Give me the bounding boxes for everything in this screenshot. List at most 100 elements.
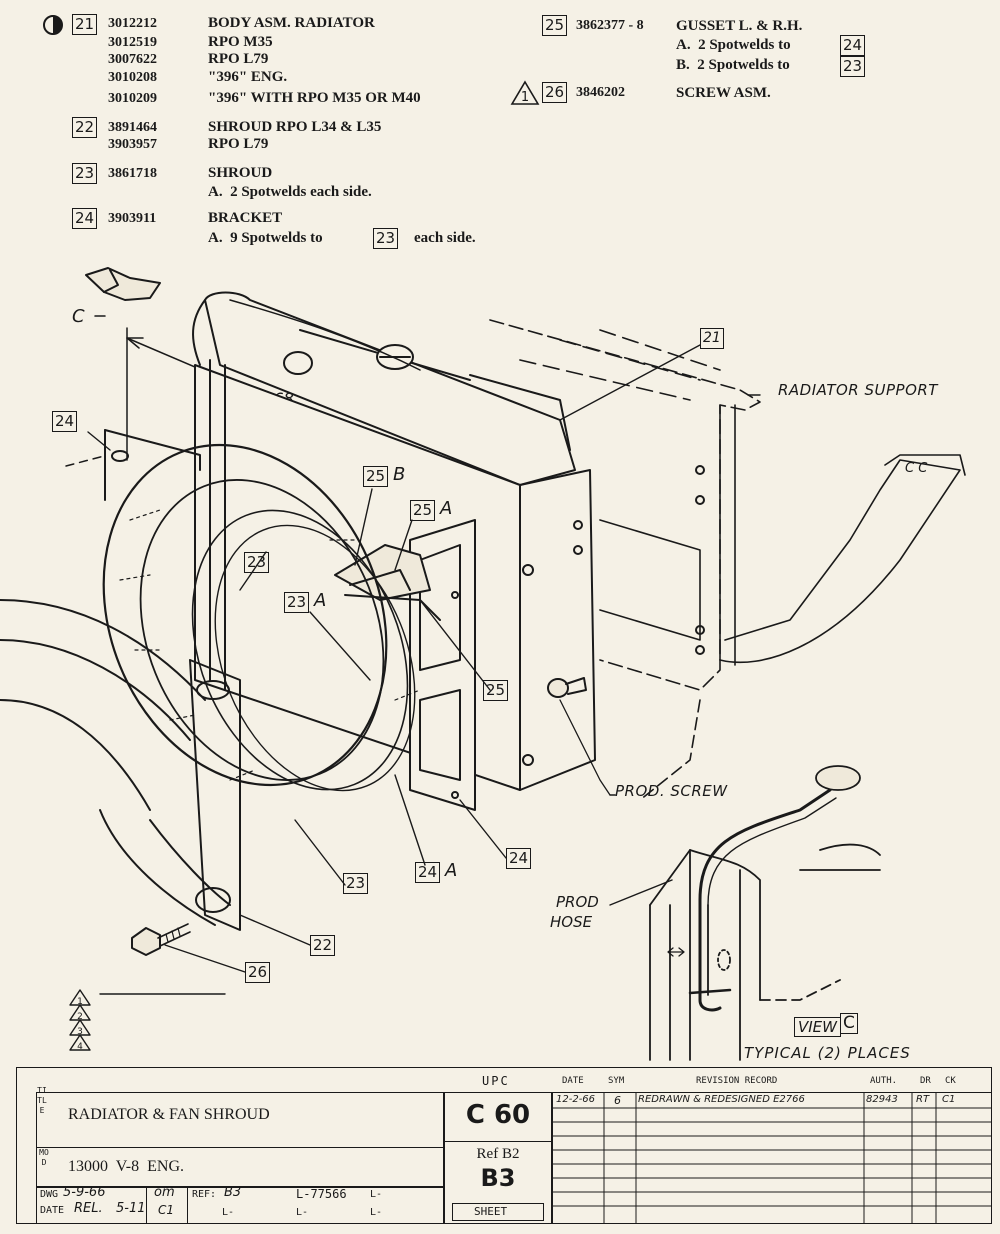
- part-number: 3861718: [108, 166, 157, 181]
- revision-flag-number: 1: [77, 997, 83, 1007]
- rev-header: SYM: [608, 1076, 625, 1086]
- exploded-diagram: C 26.68 C C: [0, 267, 966, 1061]
- radiator-support: [489, 319, 966, 801]
- revision-flag-number: 2: [77, 1012, 83, 1022]
- part-description: BODY ASM. RADIATOR: [208, 15, 375, 31]
- c-value: C1: [158, 1203, 175, 1217]
- l-number: L-77566: [296, 1187, 347, 1201]
- ref-box-22: 22: [72, 117, 98, 138]
- part-number: 3846202: [576, 85, 625, 100]
- callout-23: 23: [284, 592, 310, 613]
- part-description: SHROUD: [208, 165, 273, 181]
- upc-label: UPC: [482, 1074, 510, 1088]
- ref2-label: Ref B2: [476, 1146, 520, 1162]
- callout-letter: B: [393, 464, 406, 485]
- part-number: 3010208: [108, 70, 157, 85]
- part-description: SCREW ASM.: [676, 85, 771, 101]
- date-value: 5-11: [116, 1201, 146, 1216]
- rev-dr: RT: [916, 1094, 930, 1105]
- part-description: RPO L79: [208, 136, 269, 152]
- dwg-initials: om: [154, 1185, 175, 1200]
- part-number: 3012519: [108, 35, 157, 50]
- ref2-value: B3: [480, 1164, 516, 1192]
- rev-auth: 82943: [866, 1094, 898, 1105]
- rev-date: 12-2-66: [556, 1094, 596, 1105]
- model-text: 13000 V-8 ENG.: [68, 1158, 185, 1175]
- rev-header: DR: [920, 1076, 931, 1086]
- flag-number: 1: [521, 90, 529, 105]
- view-label: VIEW: [794, 1017, 841, 1037]
- revision-grid: [552, 1092, 992, 1224]
- ref-box-24: 24: [72, 208, 98, 229]
- rev-header: CK: [945, 1076, 956, 1086]
- dwg-label: DWG: [40, 1189, 59, 1200]
- revision-flag-number: 4: [77, 1042, 83, 1052]
- title-side-label: TITLE: [37, 1086, 47, 1115]
- note-prefix: A.: [208, 230, 223, 246]
- dwg-row: [36, 1187, 444, 1224]
- view-c-inset: [649, 765, 881, 1061]
- upc-code: C 60: [465, 1100, 531, 1130]
- shroud-ring-23: [102, 443, 421, 792]
- part-number: 3903957: [108, 137, 157, 152]
- part-number: 3903911: [108, 211, 157, 226]
- callout-25: 25: [483, 680, 509, 701]
- callout-25: 25: [363, 466, 389, 487]
- callout-24: 24: [52, 411, 78, 432]
- ref-box-24-inline: 24: [840, 35, 866, 56]
- prod-screw-label: PROD. SCREW: [615, 782, 728, 800]
- part-number: 3010209: [108, 91, 157, 106]
- callout-23: 23: [244, 552, 270, 573]
- model-row: [36, 1147, 444, 1187]
- revision-table: [552, 1092, 992, 1224]
- part-number: 3891464: [108, 120, 157, 135]
- view-c-arrow-icon: [85, 267, 161, 301]
- date-label: DATE: [40, 1205, 65, 1216]
- rev-header: REVISION RECORD: [696, 1076, 778, 1086]
- rev-record: REDRAWN & REDESIGNED E2766: [638, 1094, 805, 1105]
- note-text: 2 Spotwelds to: [698, 37, 791, 53]
- shroud-plate-22: [0, 429, 241, 931]
- upc-cell: [444, 1092, 552, 1142]
- callout-22: 22: [310, 935, 336, 956]
- revision-flag-number: 3: [77, 1027, 83, 1037]
- note-prefix: B.: [676, 57, 690, 73]
- part-subnote: B. 2 Spotwelds to: [676, 57, 790, 74]
- note-text: 2 Spotwelds to: [697, 57, 790, 73]
- view-letter: C: [840, 1013, 858, 1034]
- callout-26: 26: [245, 962, 271, 983]
- part-description: "396" WITH RPO M35 OR M40: [208, 90, 421, 106]
- note-text: each side.: [414, 230, 476, 246]
- triangle-flag-icon: 1: [510, 80, 540, 105]
- l-blank: L-: [370, 1207, 383, 1218]
- part-description: SHROUD RPO L34 & L35: [208, 119, 382, 135]
- leader-lines: [87, 344, 761, 973]
- prod-screw: [547, 677, 611, 796]
- rev-header: AUTH.: [870, 1076, 898, 1086]
- drawing-title: RADIATOR & FAN SHROUD: [68, 1106, 270, 1123]
- note-prefix: A.: [208, 184, 223, 200]
- part-description: GUSSET L. & R.H.: [676, 18, 803, 34]
- prod-hose-label: HOSE: [550, 913, 593, 931]
- prod-hose-label: PROD: [556, 893, 599, 911]
- ref-box-25: 25: [542, 15, 568, 36]
- half-filled-circle-flag-icon: [43, 15, 63, 35]
- part-description: "396" ENG.: [208, 69, 288, 85]
- l-blank: L-: [222, 1207, 235, 1218]
- part-number: 3862377 - 8: [576, 18, 644, 33]
- bracket-24: [409, 519, 534, 811]
- part-note: A. 9 Spotwelds to: [208, 230, 323, 247]
- part-number: 3012212: [108, 16, 157, 31]
- part-note: A. 2 Spotwelds each side.: [208, 184, 372, 201]
- radiator-support-label: RADIATOR SUPPORT: [778, 381, 938, 399]
- ref-box-21: 21: [72, 14, 98, 35]
- sheet-cell: [452, 1203, 544, 1221]
- note-text: 9 Spotwelds to: [230, 230, 323, 246]
- ref-box-26: 26: [542, 82, 568, 103]
- note-text: 2 Spotwelds each side.: [230, 184, 372, 200]
- ref-box-23-inline: 23: [373, 228, 399, 249]
- bracket-letters: C C: [905, 461, 928, 476]
- note-prefix: A.: [676, 37, 691, 53]
- revision-flags: [69, 989, 226, 1051]
- init-cell: [146, 1187, 188, 1224]
